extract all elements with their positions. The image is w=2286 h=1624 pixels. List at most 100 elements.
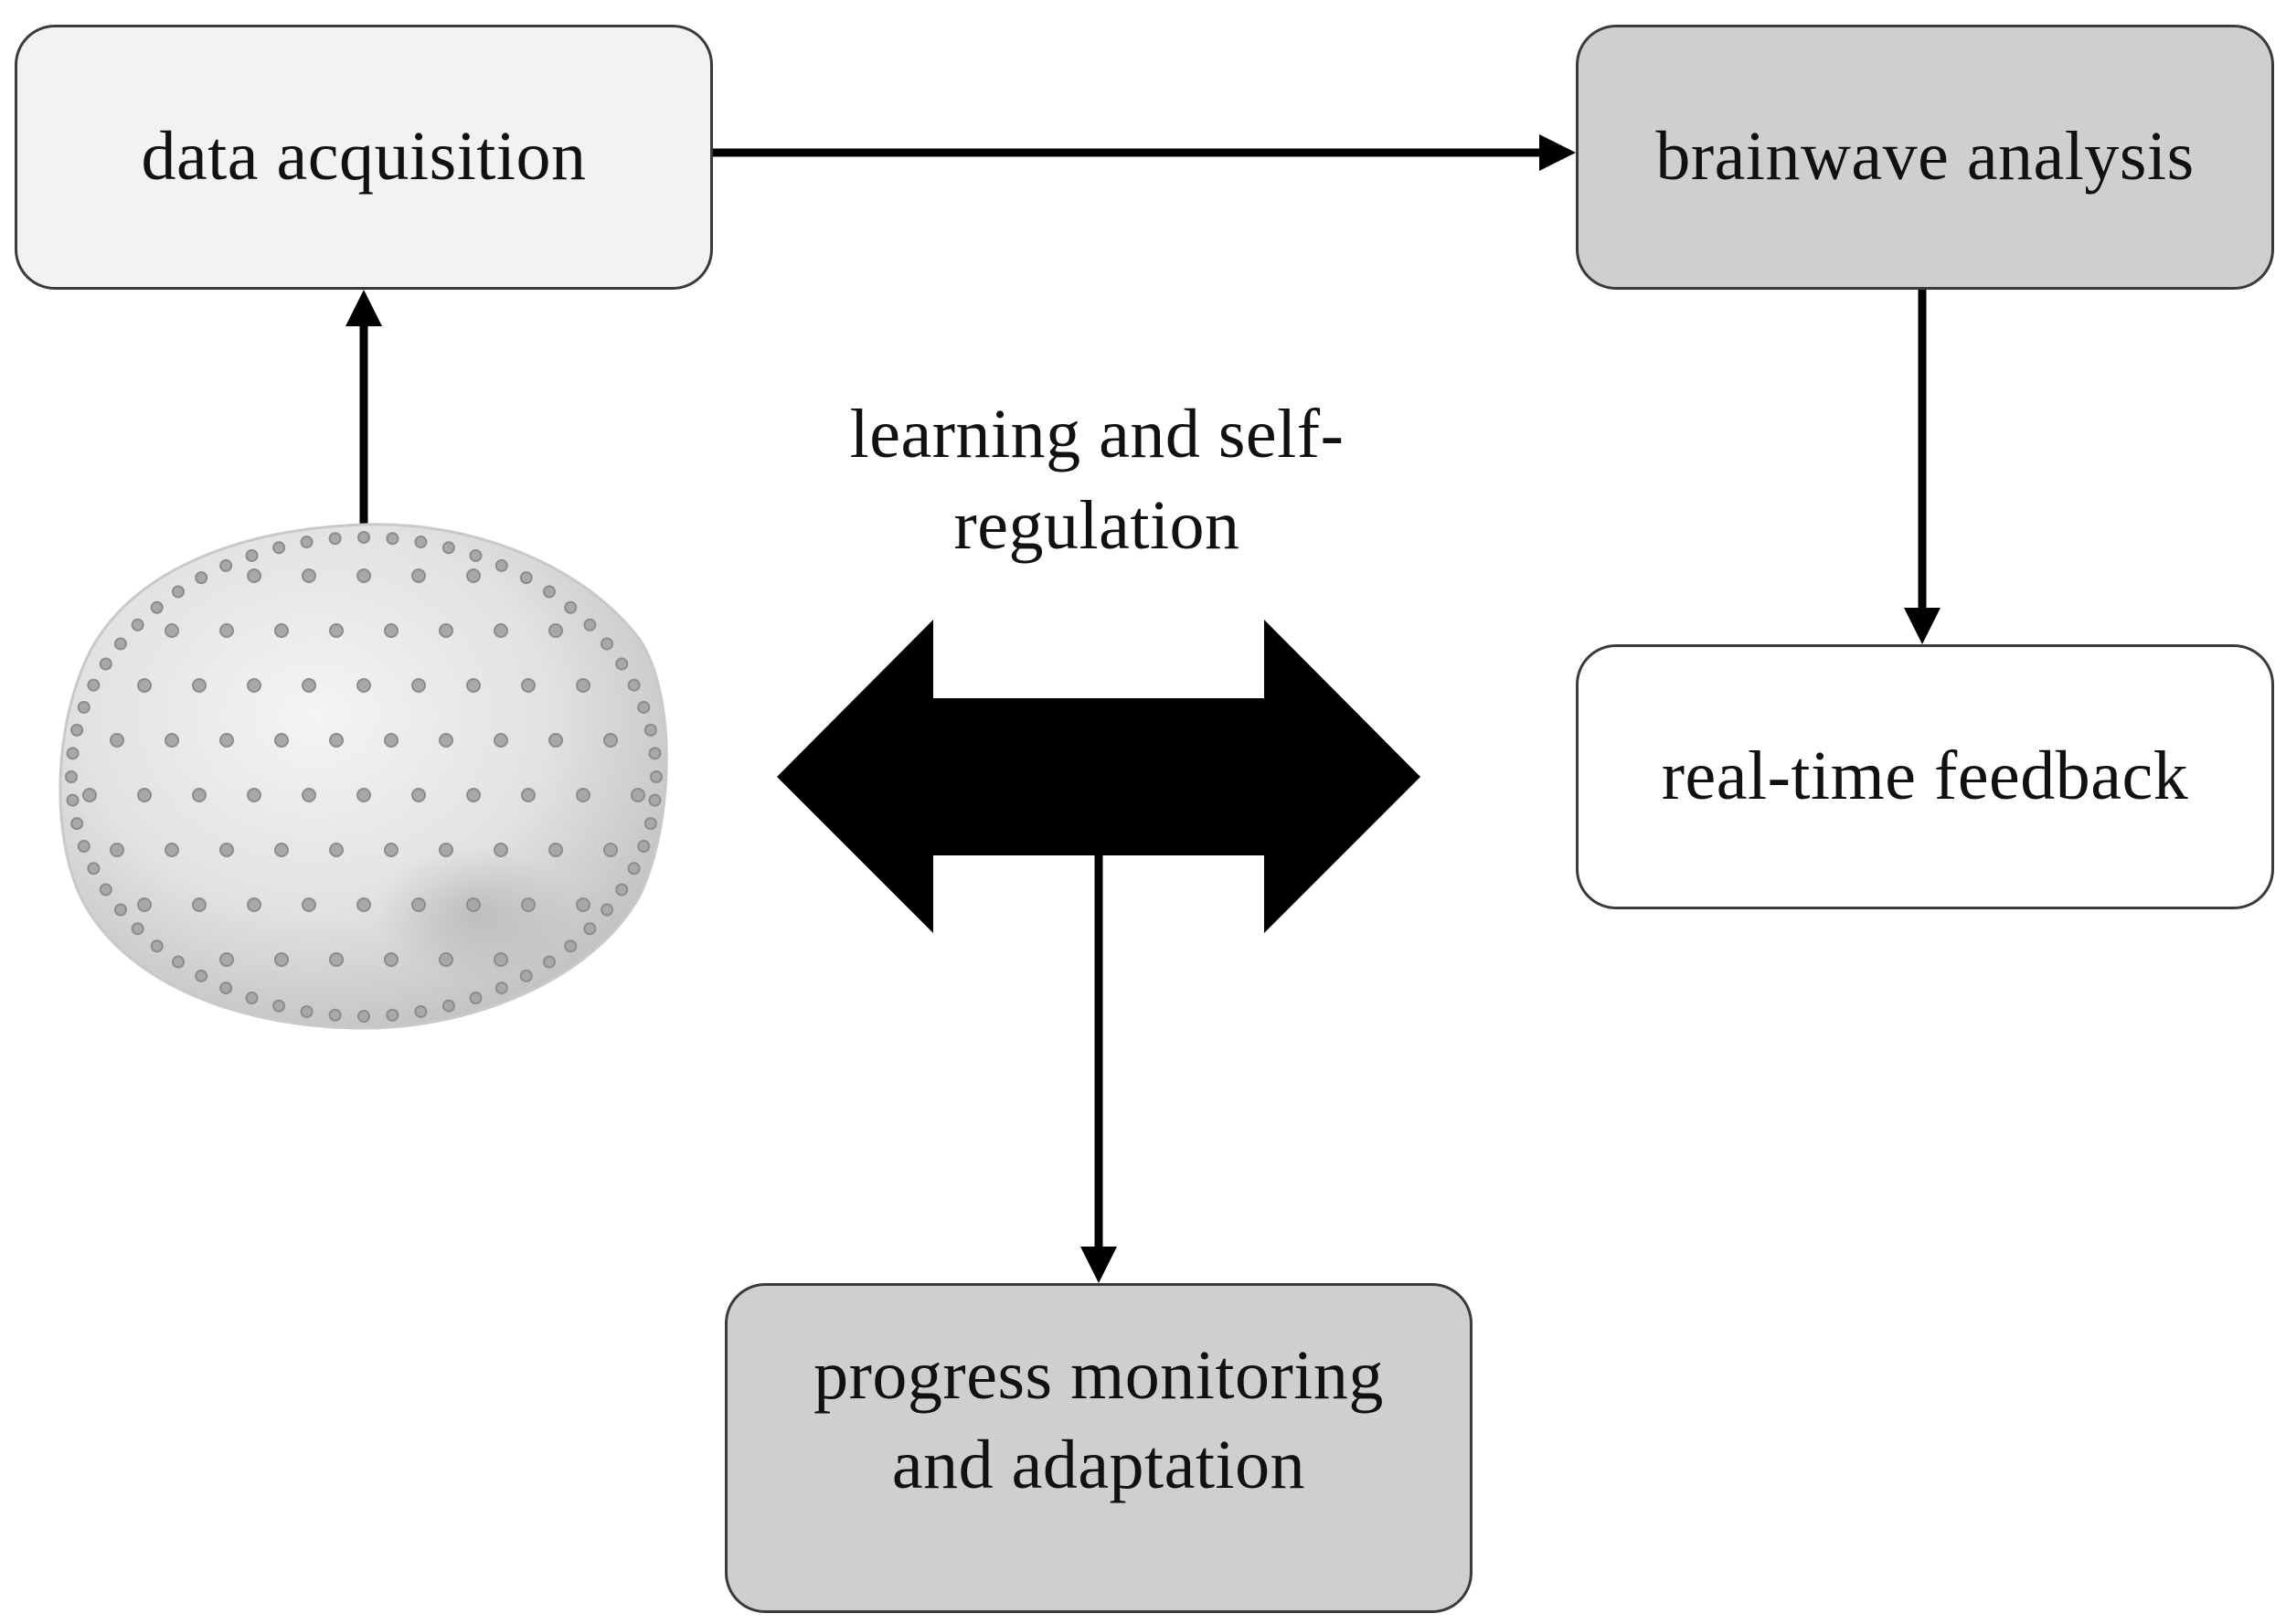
electrode-dot bbox=[137, 788, 152, 802]
electrode-dot bbox=[192, 788, 207, 802]
electrode-dot bbox=[494, 623, 508, 638]
electrode-dot bbox=[328, 532, 342, 546]
brainwave-analysis-box: brainwave analysis bbox=[1576, 25, 2274, 290]
electrode-dot bbox=[441, 999, 455, 1013]
electrode-dot bbox=[274, 843, 289, 857]
progress-monitoring-line1: progress monitoring bbox=[813, 1337, 1384, 1415]
electrode-dot bbox=[302, 788, 316, 802]
electrode-dot bbox=[627, 678, 641, 692]
electrode-dot bbox=[77, 700, 90, 714]
electrode-dot bbox=[384, 843, 399, 857]
electrode-dot bbox=[411, 678, 426, 693]
electrode-dot bbox=[65, 770, 78, 783]
electrode-dot bbox=[302, 897, 316, 912]
electrode-dot bbox=[519, 571, 533, 585]
electrode-dot bbox=[583, 922, 597, 936]
electrode-dot bbox=[300, 536, 314, 549]
electrode-dot bbox=[300, 1004, 314, 1018]
electrode-dot bbox=[543, 585, 557, 599]
electrode-dot bbox=[110, 843, 124, 857]
electrode-dot bbox=[302, 678, 316, 693]
electrode-dot bbox=[329, 952, 344, 967]
electrode-dot bbox=[110, 733, 124, 748]
electrode-dot bbox=[521, 788, 536, 802]
electrode-dot bbox=[643, 817, 657, 831]
electrode-dot bbox=[357, 531, 370, 544]
electrode-dot bbox=[384, 623, 399, 638]
electrode-dot bbox=[274, 733, 289, 748]
eeg-head-icon bbox=[58, 523, 668, 1030]
electrode-dot bbox=[603, 843, 618, 857]
electrode-dot bbox=[329, 623, 344, 638]
electrode-dot bbox=[131, 618, 144, 632]
electrode-dot bbox=[195, 571, 208, 585]
electrode-dot bbox=[494, 982, 508, 995]
double-headed-arrow bbox=[777, 620, 1420, 933]
electrode-dot bbox=[466, 678, 481, 693]
electrode-dot bbox=[165, 843, 179, 857]
electrode-dot bbox=[357, 1010, 370, 1023]
electrode-dot bbox=[583, 618, 597, 632]
electrode-dot bbox=[150, 600, 164, 614]
electrode-dot bbox=[113, 903, 127, 917]
electrode-dot bbox=[494, 733, 508, 748]
electrode-dot bbox=[82, 788, 97, 802]
electrode-dot bbox=[272, 999, 286, 1013]
electrode-dot bbox=[247, 568, 261, 583]
electrode-dot bbox=[494, 952, 508, 967]
electrode-dot bbox=[329, 843, 344, 857]
electrode-dot bbox=[576, 897, 590, 912]
electrode-dot bbox=[494, 558, 508, 572]
electrode-dot bbox=[439, 952, 453, 967]
electrode-dot bbox=[576, 678, 590, 693]
electrode-dot bbox=[219, 982, 233, 995]
data-acquisition-label: data acquisition bbox=[141, 118, 587, 196]
electrode-dot bbox=[627, 862, 641, 876]
electrode-dot bbox=[247, 897, 261, 912]
electrode-dot bbox=[219, 843, 234, 857]
electrode-dot bbox=[165, 733, 179, 748]
electrode-dot bbox=[87, 862, 101, 876]
electrode-dots bbox=[65, 531, 663, 1023]
electrode-dot bbox=[548, 843, 563, 857]
electrode-dot bbox=[274, 952, 289, 967]
electrode-dot bbox=[469, 548, 483, 562]
electrode-dot bbox=[150, 939, 164, 953]
electrode-dot bbox=[302, 568, 316, 583]
electrode-dot bbox=[386, 532, 399, 546]
electrode-dot bbox=[637, 840, 651, 854]
electrode-dot bbox=[439, 843, 453, 857]
arrow-to-progress-monitoring bbox=[1080, 850, 1117, 1283]
electrode-dot bbox=[643, 723, 657, 737]
electrode-dot bbox=[328, 1008, 342, 1022]
electrode-dot bbox=[521, 678, 536, 693]
electrode-dot bbox=[131, 922, 144, 936]
electrode-dot bbox=[171, 585, 185, 599]
electrode-dot bbox=[601, 637, 614, 651]
electrode-dot bbox=[637, 700, 651, 714]
electrode-dot bbox=[466, 568, 481, 583]
electrode-dot bbox=[165, 623, 179, 638]
electrode-dot bbox=[329, 733, 344, 748]
electrode-dot bbox=[548, 733, 563, 748]
electrode-dot bbox=[171, 955, 185, 969]
brainwave-analysis-label: brainwave analysis bbox=[1655, 118, 2195, 196]
electrode-dot bbox=[274, 623, 289, 638]
electrode-dot bbox=[601, 903, 614, 917]
electrode-dot bbox=[466, 897, 481, 912]
progress-monitoring-label: progress monitoring and adaptation bbox=[813, 1332, 1384, 1510]
electrode-dot bbox=[631, 788, 645, 802]
electrode-dot bbox=[564, 600, 578, 614]
electrode-dot bbox=[648, 747, 662, 760]
arrow-analysis-to-feedback bbox=[1904, 290, 1940, 644]
electrode-dot bbox=[356, 568, 371, 583]
electrode-dot bbox=[192, 678, 207, 693]
electrode-dot bbox=[411, 788, 426, 802]
electrode-dot bbox=[192, 897, 207, 912]
electrode-dot bbox=[411, 897, 426, 912]
electrode-dot bbox=[519, 969, 533, 982]
electrode-dot bbox=[219, 558, 233, 572]
electrode-dot bbox=[650, 770, 663, 783]
electrode-dot bbox=[543, 955, 557, 969]
